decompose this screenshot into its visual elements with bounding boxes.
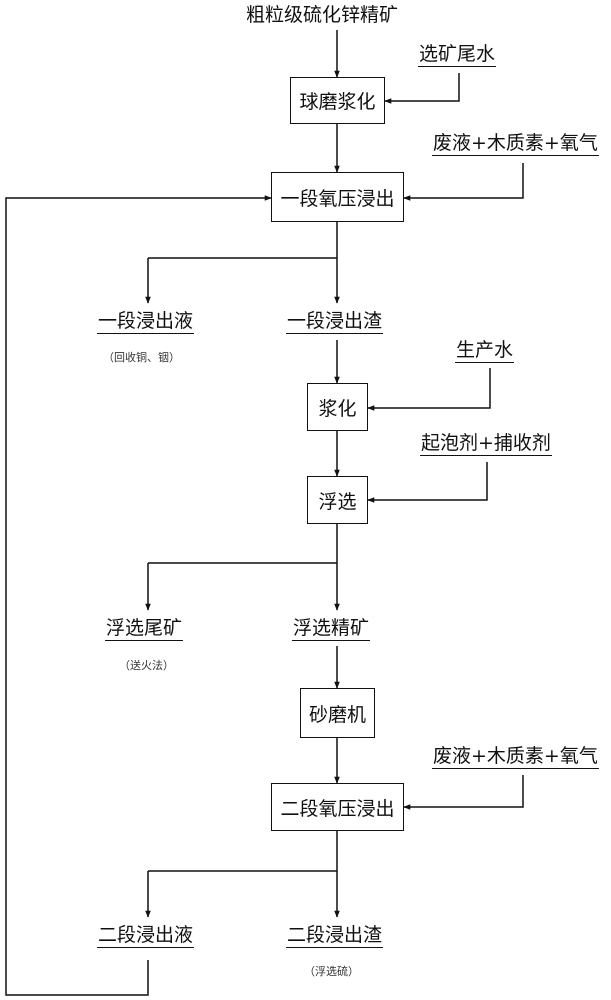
arrow-tailwater-to-ball-mill bbox=[384, 73, 460, 104]
arrow-water-to-slurry bbox=[367, 368, 491, 411]
leach2-box: 二段氧压浸出 bbox=[271, 783, 404, 831]
arrow-reagents-to-flotation bbox=[367, 462, 488, 503]
arrow-feed-to-leach2 bbox=[403, 775, 524, 810]
input-tailwater: 选矿尾水 bbox=[418, 43, 497, 67]
product-leach2-residue: 二段浸出渣 bbox=[286, 924, 384, 948]
product-float-tailings: 浮选尾矿 bbox=[105, 617, 184, 641]
note-leach2-residue: （浮选硫） bbox=[304, 965, 359, 978]
slurry-box: 浆化 bbox=[307, 383, 368, 431]
product-float-conc: 浮选精矿 bbox=[292, 617, 371, 641]
source-label: 粗粒级硫化锌精矿 bbox=[246, 4, 399, 26]
flotation-box: 浮选 bbox=[307, 476, 368, 524]
leach1-label: 一段氧压浸出 bbox=[280, 187, 395, 210]
flotation-label: 浮选 bbox=[318, 490, 357, 513]
product-leach2-liquor: 二段浸出液 bbox=[97, 924, 195, 948]
slurry-label: 浆化 bbox=[318, 397, 357, 420]
note-leach1-liquor: （回收铜、铟） bbox=[103, 351, 180, 364]
product-leach1-residue: 一段浸出渣 bbox=[286, 310, 384, 334]
leach2-label: 二段氧压浸出 bbox=[280, 797, 395, 820]
sand-mill-label: 砂磨机 bbox=[308, 703, 366, 726]
ball-mill-box: 球磨浆化 bbox=[290, 77, 385, 124]
product-leach1-liquor: 一段浸出液 bbox=[97, 310, 195, 334]
sand-mill-box: 砂磨机 bbox=[300, 688, 375, 738]
input-reagents: 起泡剂+捕收剂 bbox=[420, 432, 552, 456]
input-leach1-feed: 废液+木质素+氧气 bbox=[432, 132, 599, 156]
note-float-tailings: （送火法） bbox=[119, 659, 174, 672]
input-leach2-feed: 废液+木质素+氧气 bbox=[432, 745, 599, 769]
ball-mill-label: 球磨浆化 bbox=[299, 91, 376, 113]
arrow-feed-to-leach1 bbox=[403, 163, 524, 201]
input-water: 生产水 bbox=[455, 339, 515, 363]
leach1-box: 一段氧压浸出 bbox=[271, 172, 404, 222]
recycle-loop-line bbox=[5, 195, 272, 996]
